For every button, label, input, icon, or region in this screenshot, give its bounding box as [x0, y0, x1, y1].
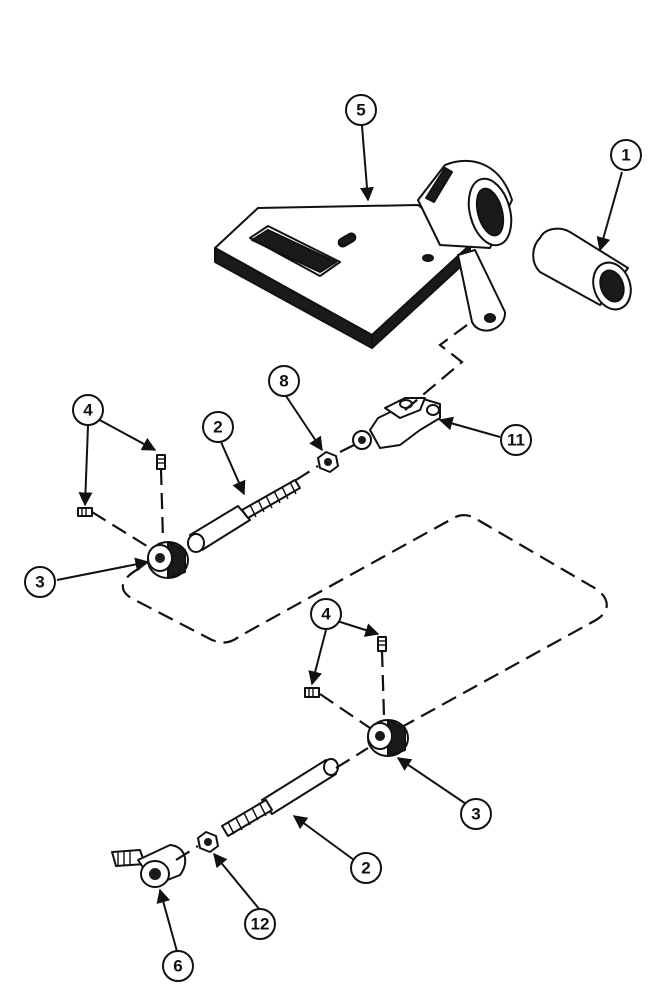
- bushing-part: [532, 227, 632, 311]
- callout-1: 1: [610, 139, 642, 171]
- collar-part-upper: [147, 541, 189, 579]
- callout-3-upper: 3: [24, 566, 56, 598]
- callout-5-label: 5: [356, 101, 365, 120]
- threaded-rod-part-upper: [187, 479, 301, 553]
- callout-3-lower: 3: [460, 798, 492, 830]
- callout-8-label: 8: [279, 372, 288, 391]
- leader-lines: [56, 125, 623, 956]
- callout-2-upper-label: 2: [213, 418, 222, 437]
- callout-6: 6: [162, 950, 194, 982]
- callout-11: 11: [500, 424, 532, 456]
- set-screw-part-upper: [77, 454, 166, 517]
- callout-11-label: 11: [507, 431, 525, 450]
- callout-4-lower: 4: [310, 598, 342, 630]
- callout-2-upper: 2: [202, 411, 234, 443]
- callout-4-lower-label: 4: [321, 605, 331, 624]
- clevis-part: [352, 397, 441, 450]
- callout-3-upper-label: 3: [35, 573, 44, 592]
- callout-5: 5: [345, 94, 377, 126]
- callout-12-label: 12: [251, 915, 270, 934]
- callout-6-label: 6: [173, 957, 182, 976]
- callout-4-upper: 4: [72, 394, 104, 426]
- callout-2-lower: 2: [350, 852, 382, 884]
- nut-part-lower: [197, 831, 219, 853]
- callout-2-lower-label: 2: [361, 859, 370, 878]
- nut-part-upper: [317, 451, 339, 473]
- callout-12: 12: [244, 908, 276, 940]
- callout-8: 8: [268, 365, 300, 397]
- rod-end-part: [111, 844, 187, 888]
- callout-3-lower-label: 3: [471, 805, 480, 824]
- bracket-plate-part: [214, 159, 513, 349]
- assembly-lines: [91, 324, 608, 861]
- threaded-rod-part-lower: [221, 758, 339, 837]
- callout-1-label: 1: [621, 146, 630, 165]
- collar-part-lower: [367, 719, 409, 757]
- callout-4-upper-label: 4: [83, 401, 93, 420]
